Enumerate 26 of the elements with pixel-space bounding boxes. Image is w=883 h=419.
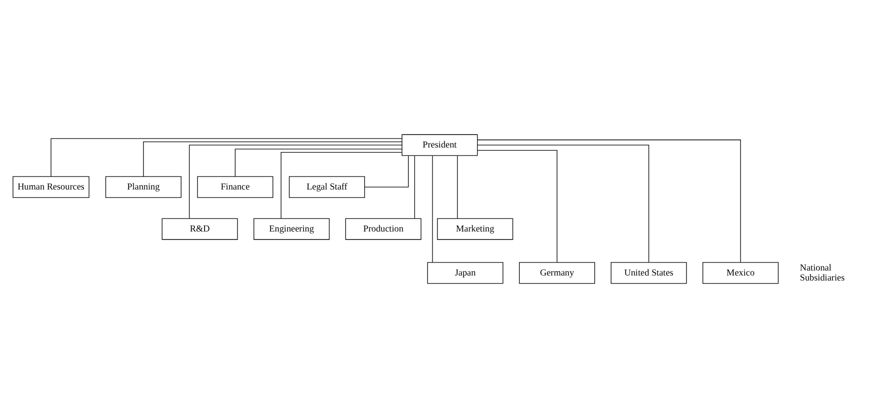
node-box: Human Resources (12, 176, 90, 198)
node-box: Japan (427, 262, 504, 284)
connector (457, 154, 458, 218)
node-box: Planning (105, 176, 182, 198)
connector (364, 154, 409, 187)
node-box: Engineering (254, 218, 330, 240)
label: National Subsidiaries (800, 262, 845, 282)
node-box: Production (345, 218, 422, 240)
connector (432, 154, 433, 262)
connector (234, 148, 402, 176)
connector (50, 138, 402, 176)
connector (143, 141, 402, 176)
node-box: R&D (162, 218, 238, 240)
connector (477, 139, 741, 262)
connector (477, 150, 558, 262)
node-box: United States (610, 262, 687, 284)
node-box: Mexico (702, 262, 779, 284)
connector (414, 154, 415, 218)
node-box: Legal Staff (288, 176, 365, 198)
node-box: Marketing (437, 218, 514, 240)
connector (188, 144, 402, 218)
node-box: Germany (519, 262, 596, 284)
node-box: President (402, 134, 478, 156)
node-box: Finance (197, 176, 274, 198)
connector (477, 144, 650, 262)
connector (280, 152, 402, 218)
